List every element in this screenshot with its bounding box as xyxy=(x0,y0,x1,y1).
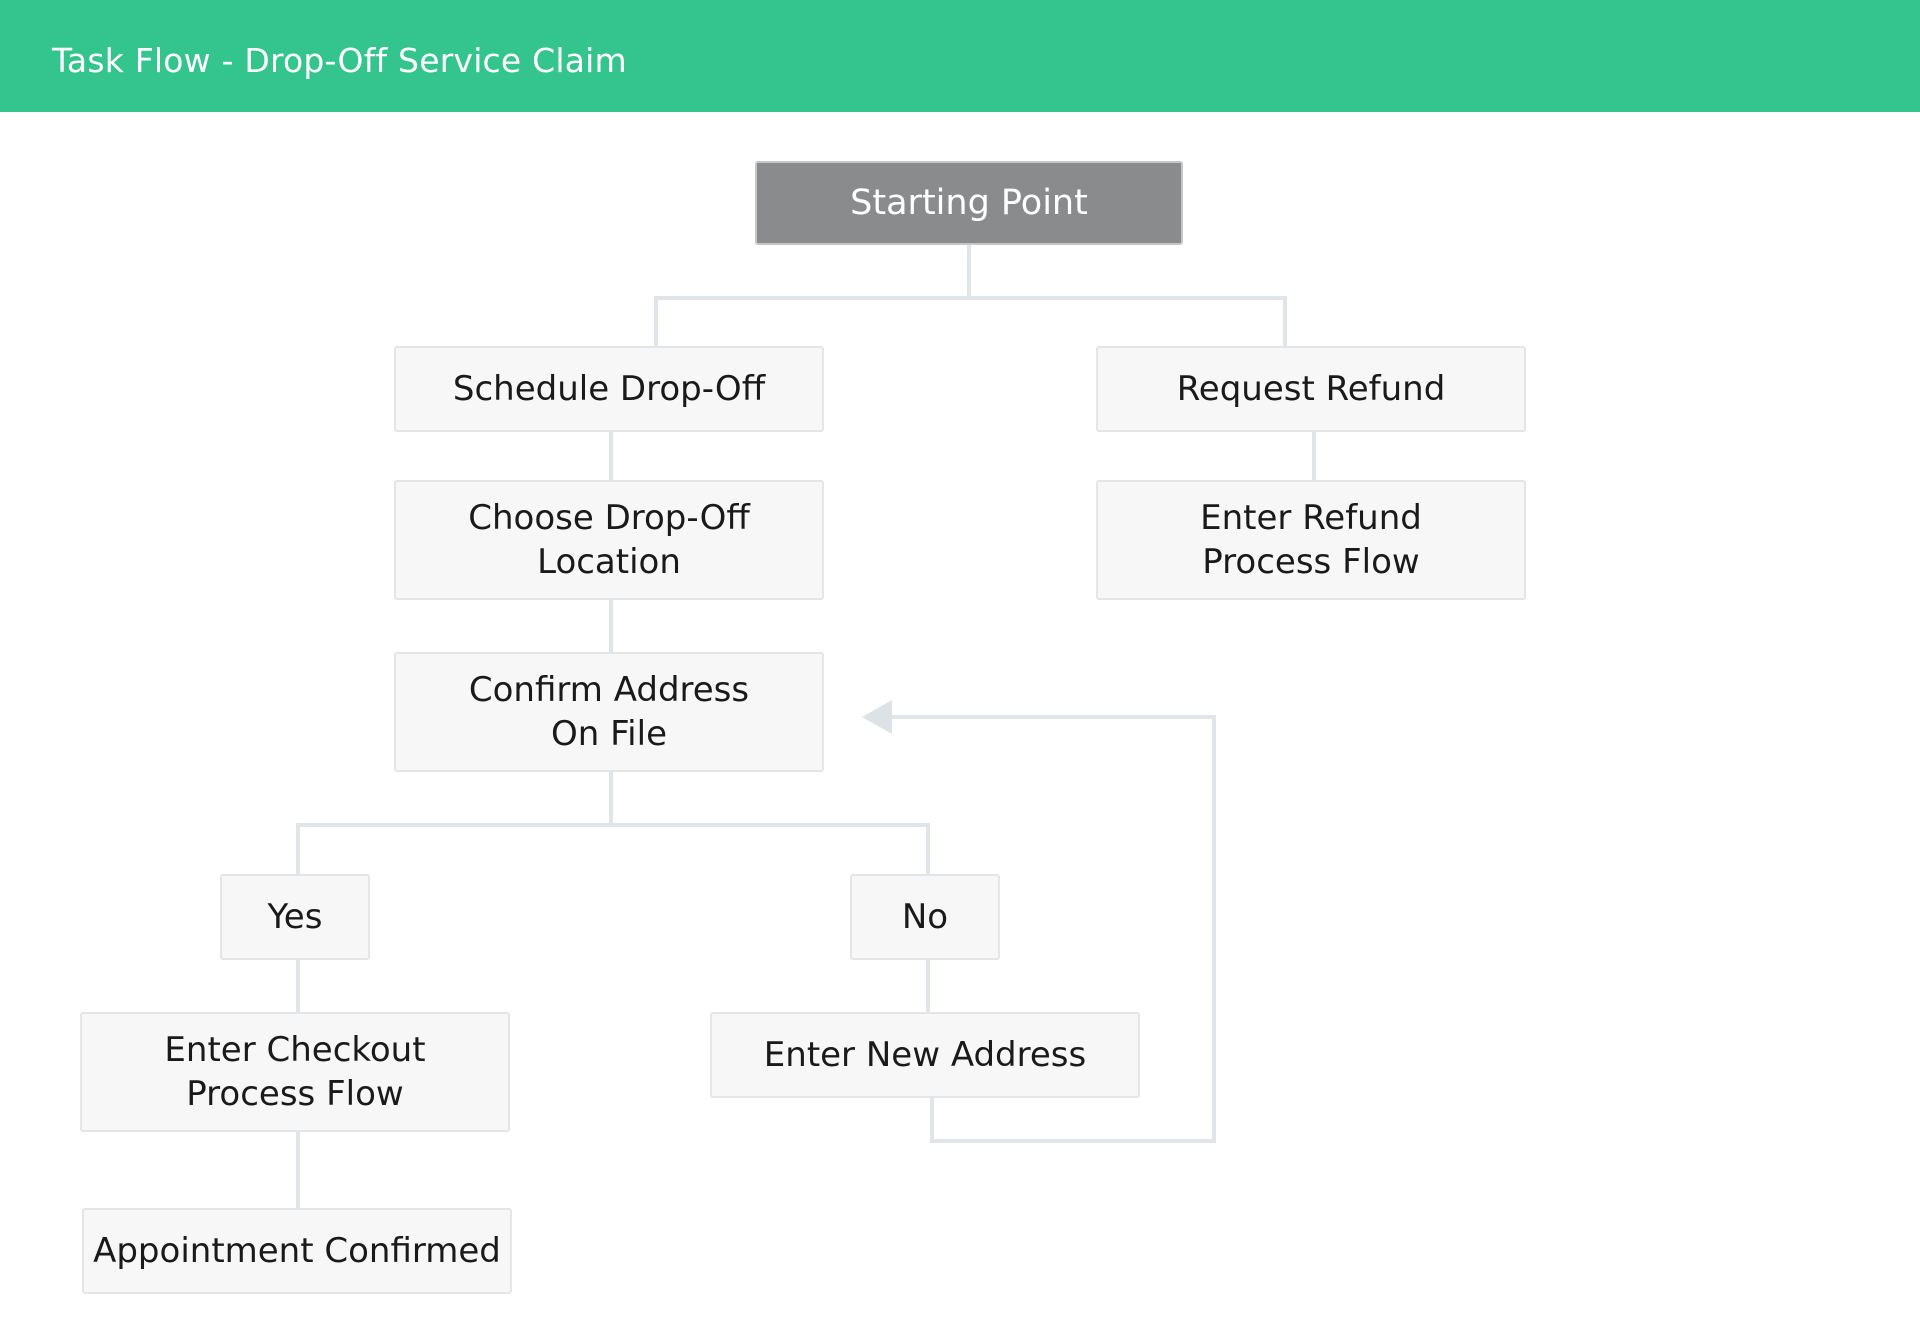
node-confirm-address-on-file: Confirm Address On File xyxy=(394,652,824,772)
node-request-refund: Request Refund xyxy=(1096,346,1526,432)
node-enter-refund-process-flow: Enter Refund Process Flow xyxy=(1096,480,1526,600)
loop-arrowhead xyxy=(862,700,892,734)
node-no: No xyxy=(850,874,1000,960)
connector-loop-back xyxy=(886,715,1216,1143)
node-enter-checkout-process-flow: Enter Checkout Process Flow xyxy=(80,1012,510,1132)
header-bar: Task Flow - Drop-Off Service Claim xyxy=(0,0,1920,112)
node-starting-point: Starting Point xyxy=(755,161,1183,245)
connector-start-branch xyxy=(654,244,1287,348)
node-yes: Yes xyxy=(220,874,370,960)
node-appointment-confirmed: Appointment Confirmed xyxy=(82,1208,512,1294)
node-choose-drop-off-location: Choose Drop-Off Location xyxy=(394,480,824,600)
page-title: Task Flow - Drop-Off Service Claim xyxy=(52,41,627,80)
node-enter-new-address: Enter New Address xyxy=(710,1012,1140,1098)
node-schedule-drop-off: Schedule Drop-Off xyxy=(394,346,824,432)
connector-confirm-branch xyxy=(296,769,930,877)
